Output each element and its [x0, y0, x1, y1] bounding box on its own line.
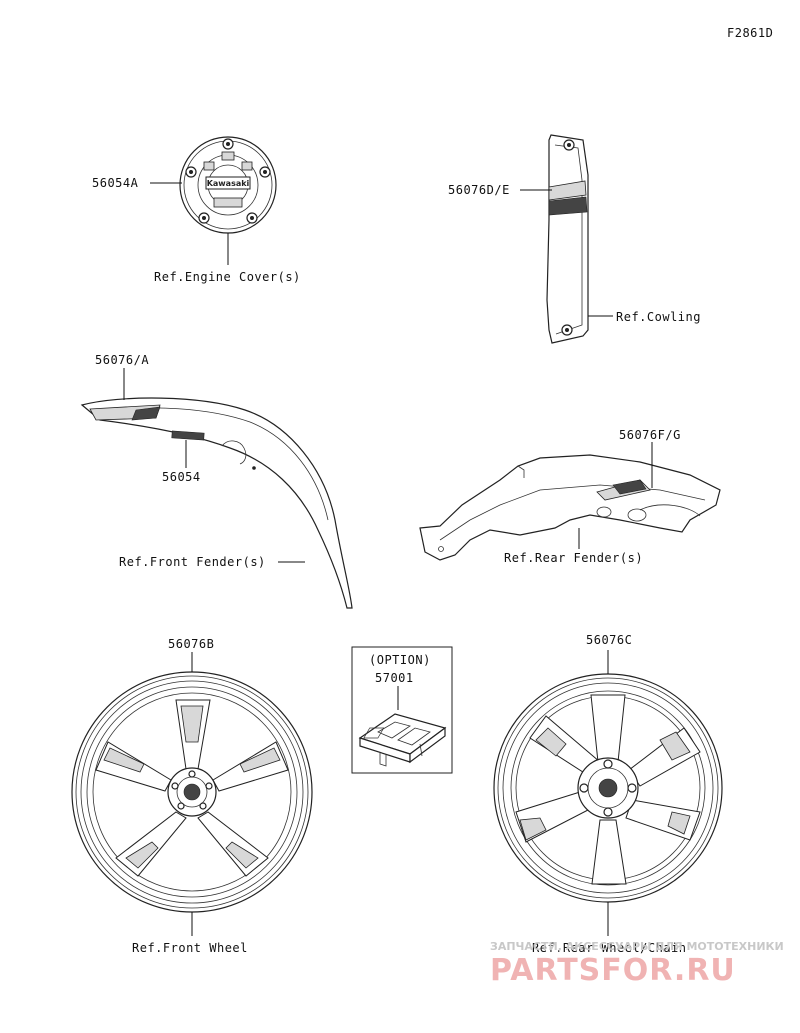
rear-wheel	[493, 673, 723, 903]
label-56054: 56054	[162, 470, 201, 484]
option-part-57001	[358, 713, 447, 767]
label-56076de: 56076D/E	[448, 183, 510, 197]
label-ref-cowling: Ref.Cowling	[616, 310, 701, 324]
label-56076c: 56076C	[586, 633, 632, 647]
label-ref-rear-wheel: Ref.Rear Wheel/Chain	[532, 941, 687, 955]
label-56076a: 56076/A	[95, 353, 149, 367]
cowling	[546, 134, 589, 344]
option-header: (OPTION)	[369, 653, 431, 667]
engine-cover: Kawasaki	[179, 136, 277, 234]
cover-logo: Kawasaki	[207, 179, 250, 188]
watermark-logo: PARTSFOR.RU	[490, 953, 736, 988]
figure-code: F2861D	[727, 26, 773, 40]
label-56076fg: 56076F/G	[619, 428, 681, 442]
label-56054a: 56054A	[92, 176, 139, 190]
rear-fender	[419, 454, 721, 561]
label-ref-front-wheel: Ref.Front Wheel	[132, 941, 248, 955]
front-wheel	[71, 671, 313, 913]
label-ref-rear-fender: Ref.Rear Fender(s)	[504, 551, 643, 565]
watermark-tagline: ЗАПЧАСТИ, АКСЕССУАРЫ ДЛЯ МОТОТЕХНИКИ	[490, 940, 784, 953]
label-ref-engine-cover: Ref.Engine Cover(s)	[154, 270, 301, 284]
label-56076b: 56076B	[168, 637, 214, 651]
label-57001: 57001	[375, 671, 414, 685]
front-fender	[80, 397, 353, 609]
option-box: (OPTION) 57001	[351, 646, 453, 774]
label-ref-front-fender: Ref.Front Fender(s)	[119, 555, 266, 569]
